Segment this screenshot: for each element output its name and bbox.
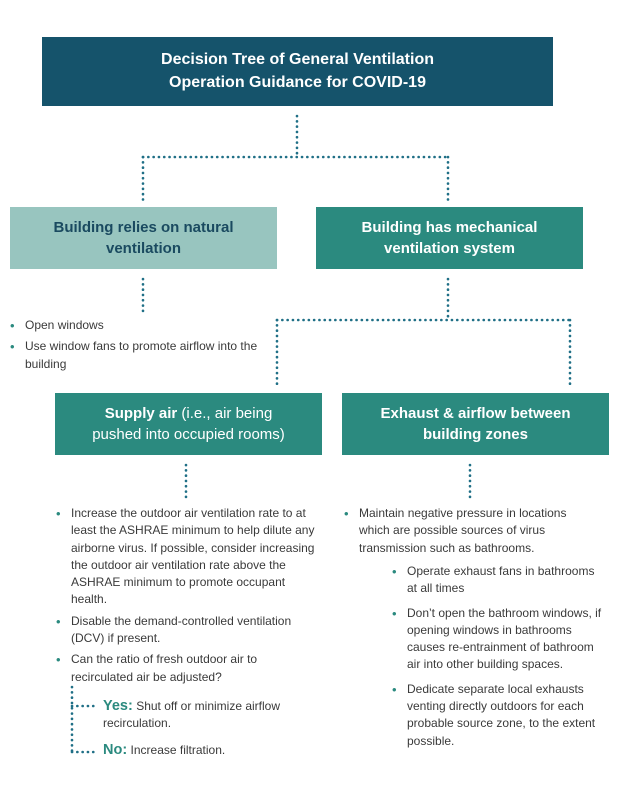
yes-option: Yes: Shut off or minimize airflow recirc…: [103, 698, 313, 733]
supply-bullet: Can the ratio of fresh outdoor air to re…: [56, 651, 318, 686]
mechanical-line-2: ventilation system: [384, 240, 515, 257]
natural-actions-list: Open windows Use window fans to promote …: [10, 317, 260, 377]
supply-bullet: Disable the demand-controlled ventilatio…: [56, 613, 318, 648]
natural-ventilation-box: Building relies on natural ventilation: [10, 207, 277, 269]
title-box: Decision Tree of General Ventilation Ope…: [42, 37, 553, 106]
supply-line-2: pushed into occupied rooms): [92, 426, 285, 443]
exhaust-sub-actions-list: Operate exhaust fans in bathrooms at all…: [392, 563, 607, 757]
title-line-2: Operation Guidance for COVID-19: [169, 73, 426, 91]
natural-line-1: Building relies on natural: [53, 218, 234, 236]
exhaust-sub-bullet: Dedicate separate local exhausts venting…: [392, 681, 607, 750]
supply-line-1-rest: (i.e., air being: [177, 404, 273, 422]
supply-air-box: Supply air (i.e., air being pushed into …: [55, 393, 322, 455]
yes-label: Yes:: [103, 698, 133, 714]
no-label: No:: [103, 742, 128, 758]
supply-bullet: Increase the outdoor air ventilation rat…: [56, 505, 318, 609]
exhaust-sub-bullet: Operate exhaust fans in bathrooms at all…: [392, 563, 607, 598]
natural-bullet: Open windows: [10, 317, 260, 335]
exhaust-line-1: Exhaust & airflow between: [380, 404, 571, 422]
exhaust-bullet: Maintain negative pressure in locations …: [344, 505, 594, 557]
natural-bullet: Use window fans to promote airflow into …: [10, 338, 260, 373]
yes-text: Shut off or minimize airflow recirculati…: [103, 699, 281, 731]
mechanical-line-1: Building has mechanical: [361, 218, 538, 236]
title-line-1: Decision Tree of General Ventilation: [161, 50, 434, 68]
supply-line-1: Supply air (i.e., air being: [92, 403, 285, 424]
exhaust-line-2: building zones: [422, 426, 528, 443]
exhaust-airflow-box: Exhaust & airflow between building zones: [342, 393, 609, 455]
no-option: No: Increase filtration.: [103, 742, 313, 759]
exhaust-sub-bullet: Don’t open the bathroom windows, if open…: [392, 605, 607, 674]
exhaust-actions-list: Maintain negative pressure in locations …: [344, 505, 594, 561]
supply-bold-label: Supply air: [104, 404, 178, 422]
no-text: Increase filtration.: [130, 743, 226, 757]
supply-actions-list: Increase the outdoor air ventilation rat…: [56, 505, 318, 690]
natural-line-2: ventilation: [105, 240, 181, 257]
mechanical-ventilation-box: Building has mechanical ventilation syst…: [316, 207, 583, 269]
